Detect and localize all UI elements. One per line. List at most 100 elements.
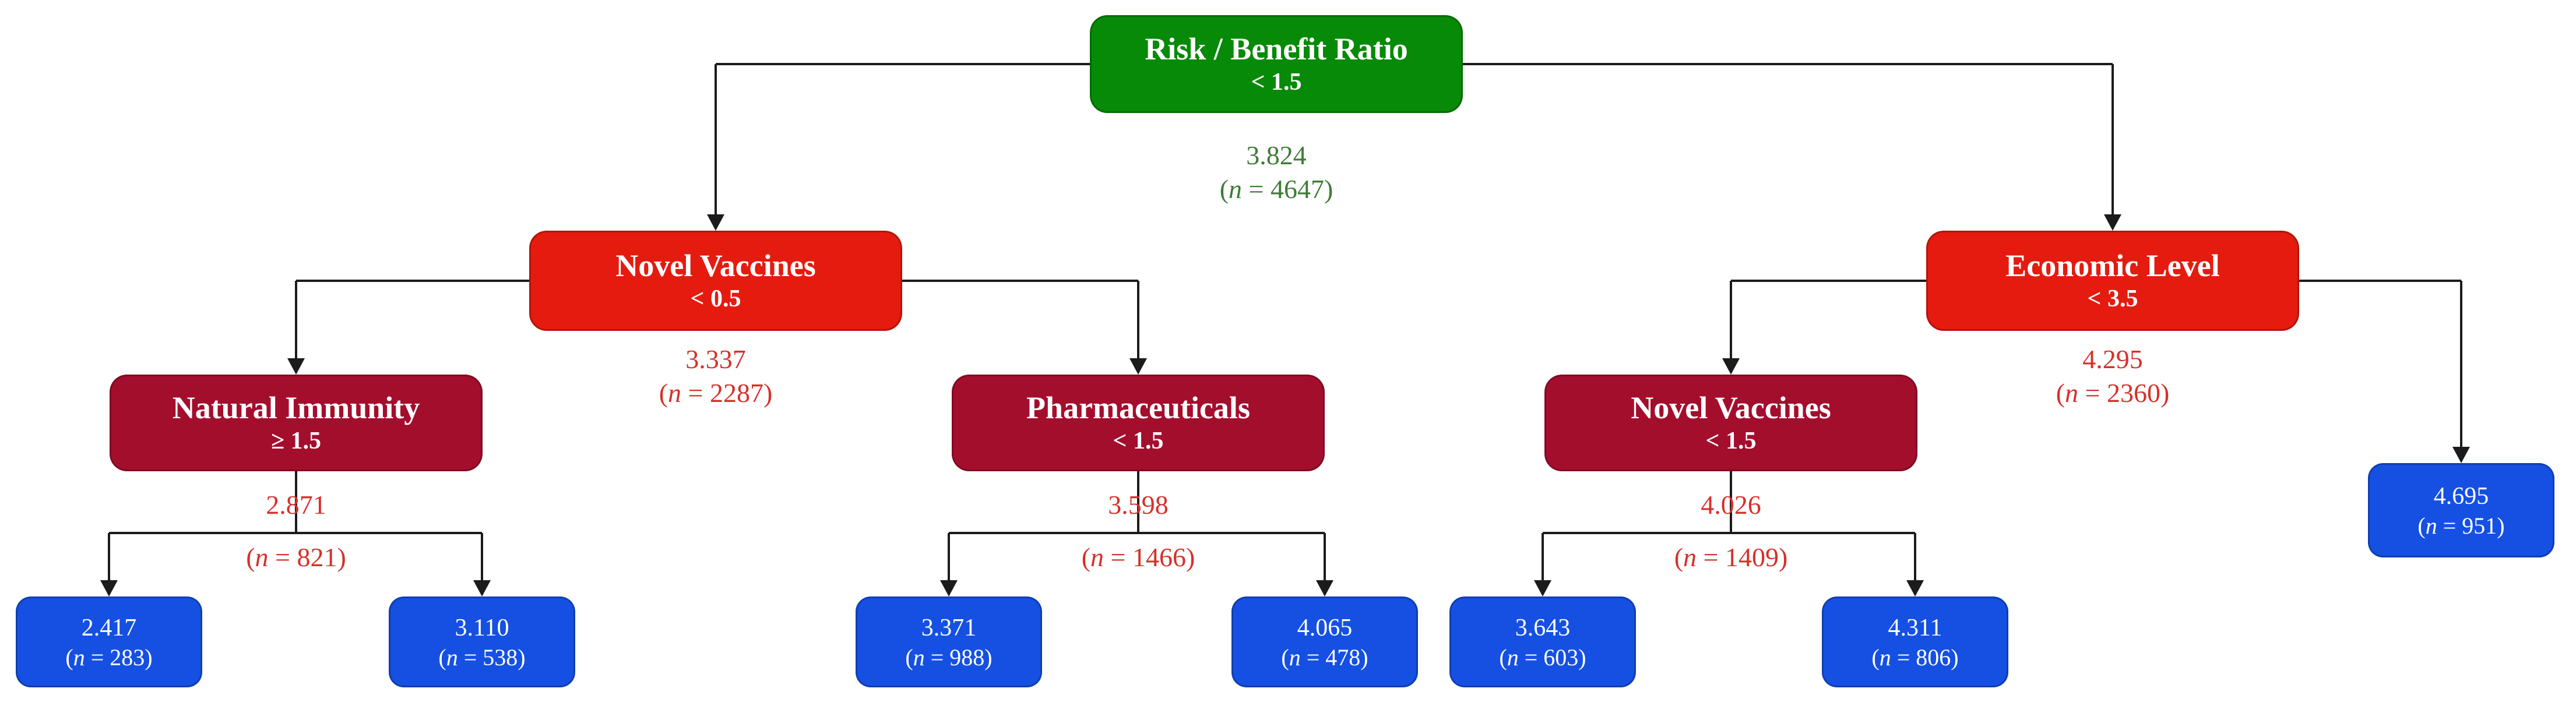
edge-vertical [108,533,110,594]
tree-leaf-leaf_6: 4.311 (n = 806) [1822,596,2008,687]
node-sample-size: (n = 2287) [659,376,773,410]
n-label: (n = 951) [2417,513,2505,539]
edge-horizontal [1731,280,1926,282]
tree-leaf-leaf_4: 4.065 (n = 478) [1231,596,1418,687]
node-threshold: < 1.5 [1113,428,1164,455]
tree-node-economic_level: Economic Level< 3.5 [1926,231,2299,331]
n-label: (n = 988) [905,644,993,671]
arrowhead-icon [1906,580,1924,596]
n-label: (n = 283) [65,644,153,671]
n-label: (n = 821) [246,542,346,572]
n-label: (n = 478) [1281,644,1368,671]
node-threshold: < 1.5 [1251,69,1302,96]
tree-leaf-leaf_5: 3.643 (n = 603) [1449,596,1636,687]
node-sample-size: (n = 4647) [1220,172,1333,206]
tree-node-natural_immunity: Natural Immunity ≥ 1.5 [110,375,483,471]
edge-vertical [715,64,717,228]
arrowhead-icon [1129,358,1147,375]
leaf-sample-size: (n = 988) [905,644,992,672]
leaf-mean-value: 2.417 [81,614,137,641]
node-label: Novel Vaccines [1631,390,1831,425]
arrowhead-icon [707,214,724,231]
tree-leaf-leaf_3: 3.371 (n = 988) [856,596,1042,687]
edge-vertical [1542,533,1544,594]
node-sample-size: (n = 2360) [2056,376,2170,410]
edge-horizontal [1543,532,1915,534]
leaf-mean-value: 3.110 [455,614,509,641]
edge-vertical [1137,281,1139,372]
node-mean-value: 3.824 [1246,140,1307,170]
leaf-sample-size: (n = 603) [1499,644,1586,672]
node-stats-novel_vaccines_1: 3.337 (n = 2287) [659,343,773,410]
leaf-mean-value: 3.371 [921,614,977,641]
edge-vertical [2112,64,2114,228]
edge-vertical [1137,471,1139,533]
edge-vertical [295,471,297,533]
leaf-mean-value: 4.311 [1888,614,1942,641]
leaf-sample-size: (n = 538) [438,644,525,672]
arrowhead-icon [287,358,305,375]
arrowhead-icon [2452,447,2470,463]
edge-horizontal [1463,63,2113,65]
node-mean-value: 4.026 [1701,490,1761,520]
node-mean-value: 3.598 [1108,490,1169,520]
tree-node-novel_vaccines_1: Novel Vaccines< 0.5 [529,231,902,331]
n-label: (n = 1409) [1674,542,1788,572]
arrowhead-icon [940,580,958,596]
n-label: (n = 2287) [659,378,773,408]
n-label: (n = 806) [1871,644,1959,671]
n-label: (n = 603) [1499,644,1586,671]
node-threshold: < 3.5 [2087,285,2138,313]
edge-horizontal [949,532,1325,534]
arrowhead-icon [1316,580,1333,596]
n-label: (n = 4647) [1219,174,1333,204]
edge-vertical [1324,533,1326,594]
arrowhead-icon [2104,214,2121,231]
edge-vertical [295,281,297,372]
node-threshold: ≥ 1.5 [270,428,322,455]
node-label: Pharmaceuticals [1026,390,1250,425]
tree-node-root: Risk / Benefit Ratio < 1.5 [1090,15,1463,113]
leaf-sample-size: (n = 478) [1281,644,1368,672]
n-label: (n = 1466) [1081,542,1195,572]
leaf-mean-value: 4.695 [2433,482,2489,510]
edge-vertical [1730,281,1732,372]
node-mean-value: 3.337 [685,344,746,374]
node-label: Natural Immunity [172,390,420,425]
arrowhead-icon [473,580,491,596]
node-sample-size: (n = 1466) [1082,541,1195,574]
node-threshold: < 1.5 [1705,428,1757,455]
arrowhead-icon [1722,358,1740,375]
n-label: (n = 538) [438,644,526,671]
edge-horizontal [296,280,529,282]
edge-horizontal [2299,280,2461,282]
node-label: Risk / Benefit Ratio [1145,31,1408,66]
node-sample-size: (n = 821) [246,541,346,574]
arrowhead-icon [1534,580,1551,596]
edge-vertical [948,533,950,594]
leaf-mean-value: 4.065 [1297,614,1353,641]
node-sample-size: (n = 1409) [1674,541,1788,574]
node-threshold: < 0.5 [690,285,741,313]
edge-horizontal [902,280,1138,282]
tree-leaf-leaf_7: 4.695 (n = 951) [2368,463,2554,557]
node-label: Novel Vaccines [615,248,816,283]
tree-node-novel_vaccines_2: Novel Vaccines < 1.5 [1544,375,1917,471]
tree-node-pharmaceuticals: Pharmaceuticals < 1.5 [952,375,1325,471]
n-label: (n = 2360) [2056,378,2170,408]
node-stats-economic_level: 4.295 (n = 2360) [2056,343,2170,410]
edge-vertical [1914,533,1916,594]
edge-vertical [2460,281,2462,461]
leaf-sample-size: (n = 283) [65,644,152,672]
arrowhead-icon [100,580,118,596]
tree-leaf-leaf_2: 3.110 (n = 538) [389,596,575,687]
leaf-sample-size: (n = 951) [2417,512,2504,540]
node-mean-value: 4.295 [2082,344,2143,374]
edge-horizontal [716,63,1091,65]
edge-horizontal [109,532,482,534]
tree-leaf-leaf_1: 2.417 (n = 283) [16,596,202,687]
leaf-mean-value: 3.643 [1515,614,1571,641]
leaf-sample-size: (n = 806) [1871,644,1958,672]
edge-vertical [481,533,483,594]
